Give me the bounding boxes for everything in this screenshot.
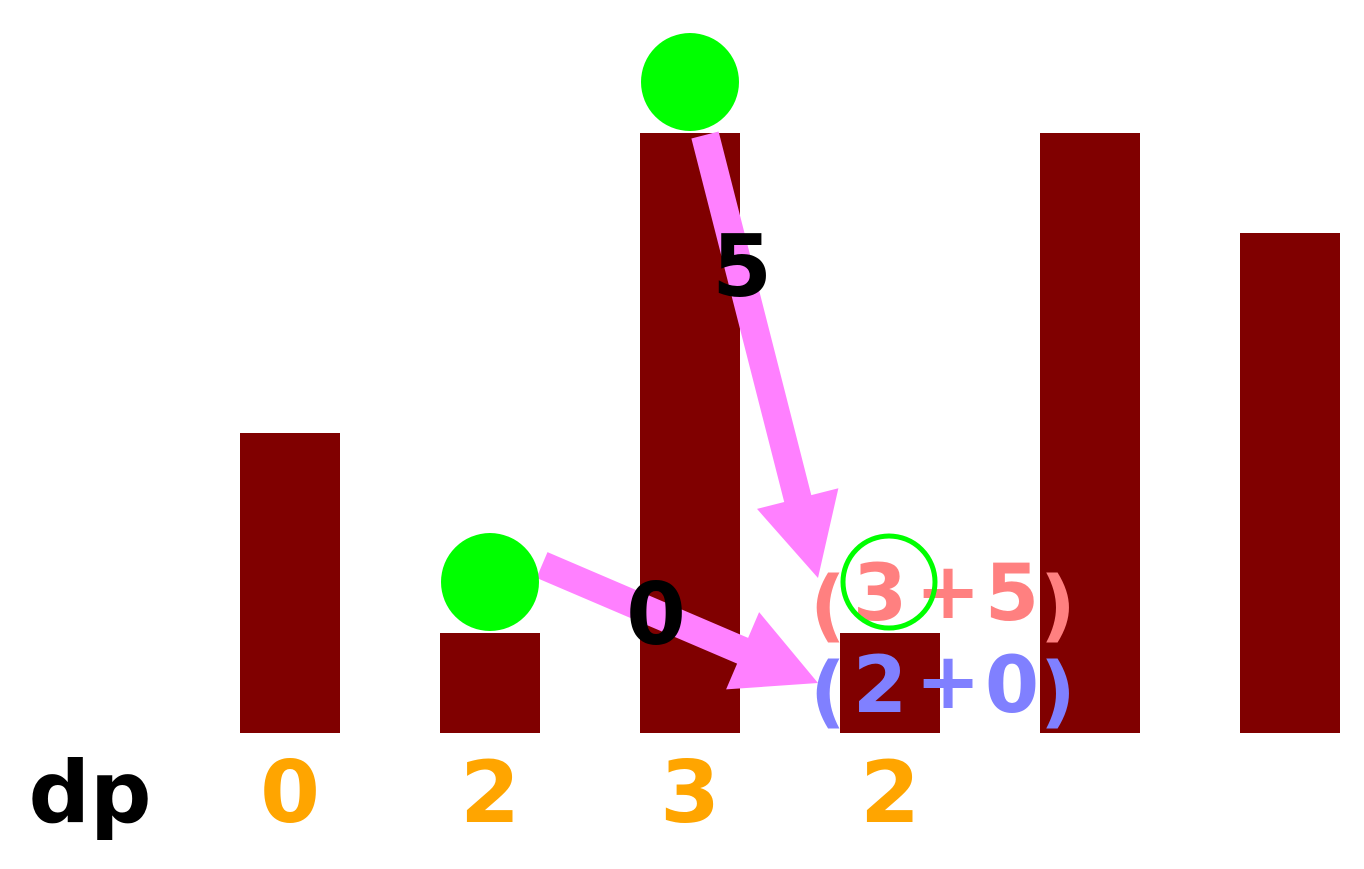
expr-a-right: 5: [985, 549, 1039, 639]
node-bar-1: [441, 533, 539, 631]
bar-3: [840, 633, 940, 733]
bar-5: [1240, 233, 1340, 733]
edge-label-5: 5: [712, 217, 772, 317]
selected-value-ring: [840, 533, 938, 631]
dp-value-1: 2: [460, 743, 520, 843]
arrows-group: [536, 131, 839, 690]
nodes-group: [441, 33, 739, 631]
expr-b-close: ): [1040, 647, 1076, 737]
expr-a-open: (: [810, 561, 846, 651]
expr-b-right: 0: [985, 641, 1039, 731]
dp-value-0: 0: [260, 743, 320, 843]
dp-row-label: dp: [28, 743, 151, 843]
expr-b-op: +: [915, 637, 980, 727]
arrow-from-bar-1: [536, 552, 818, 690]
bars-group: [240, 133, 1340, 733]
expression-option-a: ( 3 + 5 ): [810, 547, 1076, 651]
dp-values-group: 0 2 3 2: [260, 743, 920, 843]
bar-1: [440, 633, 540, 733]
expr-a-op: +: [915, 547, 980, 637]
bar-0: [240, 433, 340, 733]
dp-value-3: 2: [860, 743, 920, 843]
expr-a-close: ): [1040, 561, 1076, 651]
expression-option-b: ( 2 + 0 ): [810, 637, 1076, 737]
arrow-from-bar-2: [691, 131, 839, 578]
bar-4: [1040, 133, 1140, 733]
expr-a-left: 3: [853, 549, 907, 639]
expr-b-left: 2: [853, 641, 907, 731]
dp-value-2: 3: [660, 743, 720, 843]
node-bar-2: [641, 33, 739, 131]
edge-label-0: 0: [626, 565, 686, 665]
expr-b-open: (: [810, 647, 846, 737]
